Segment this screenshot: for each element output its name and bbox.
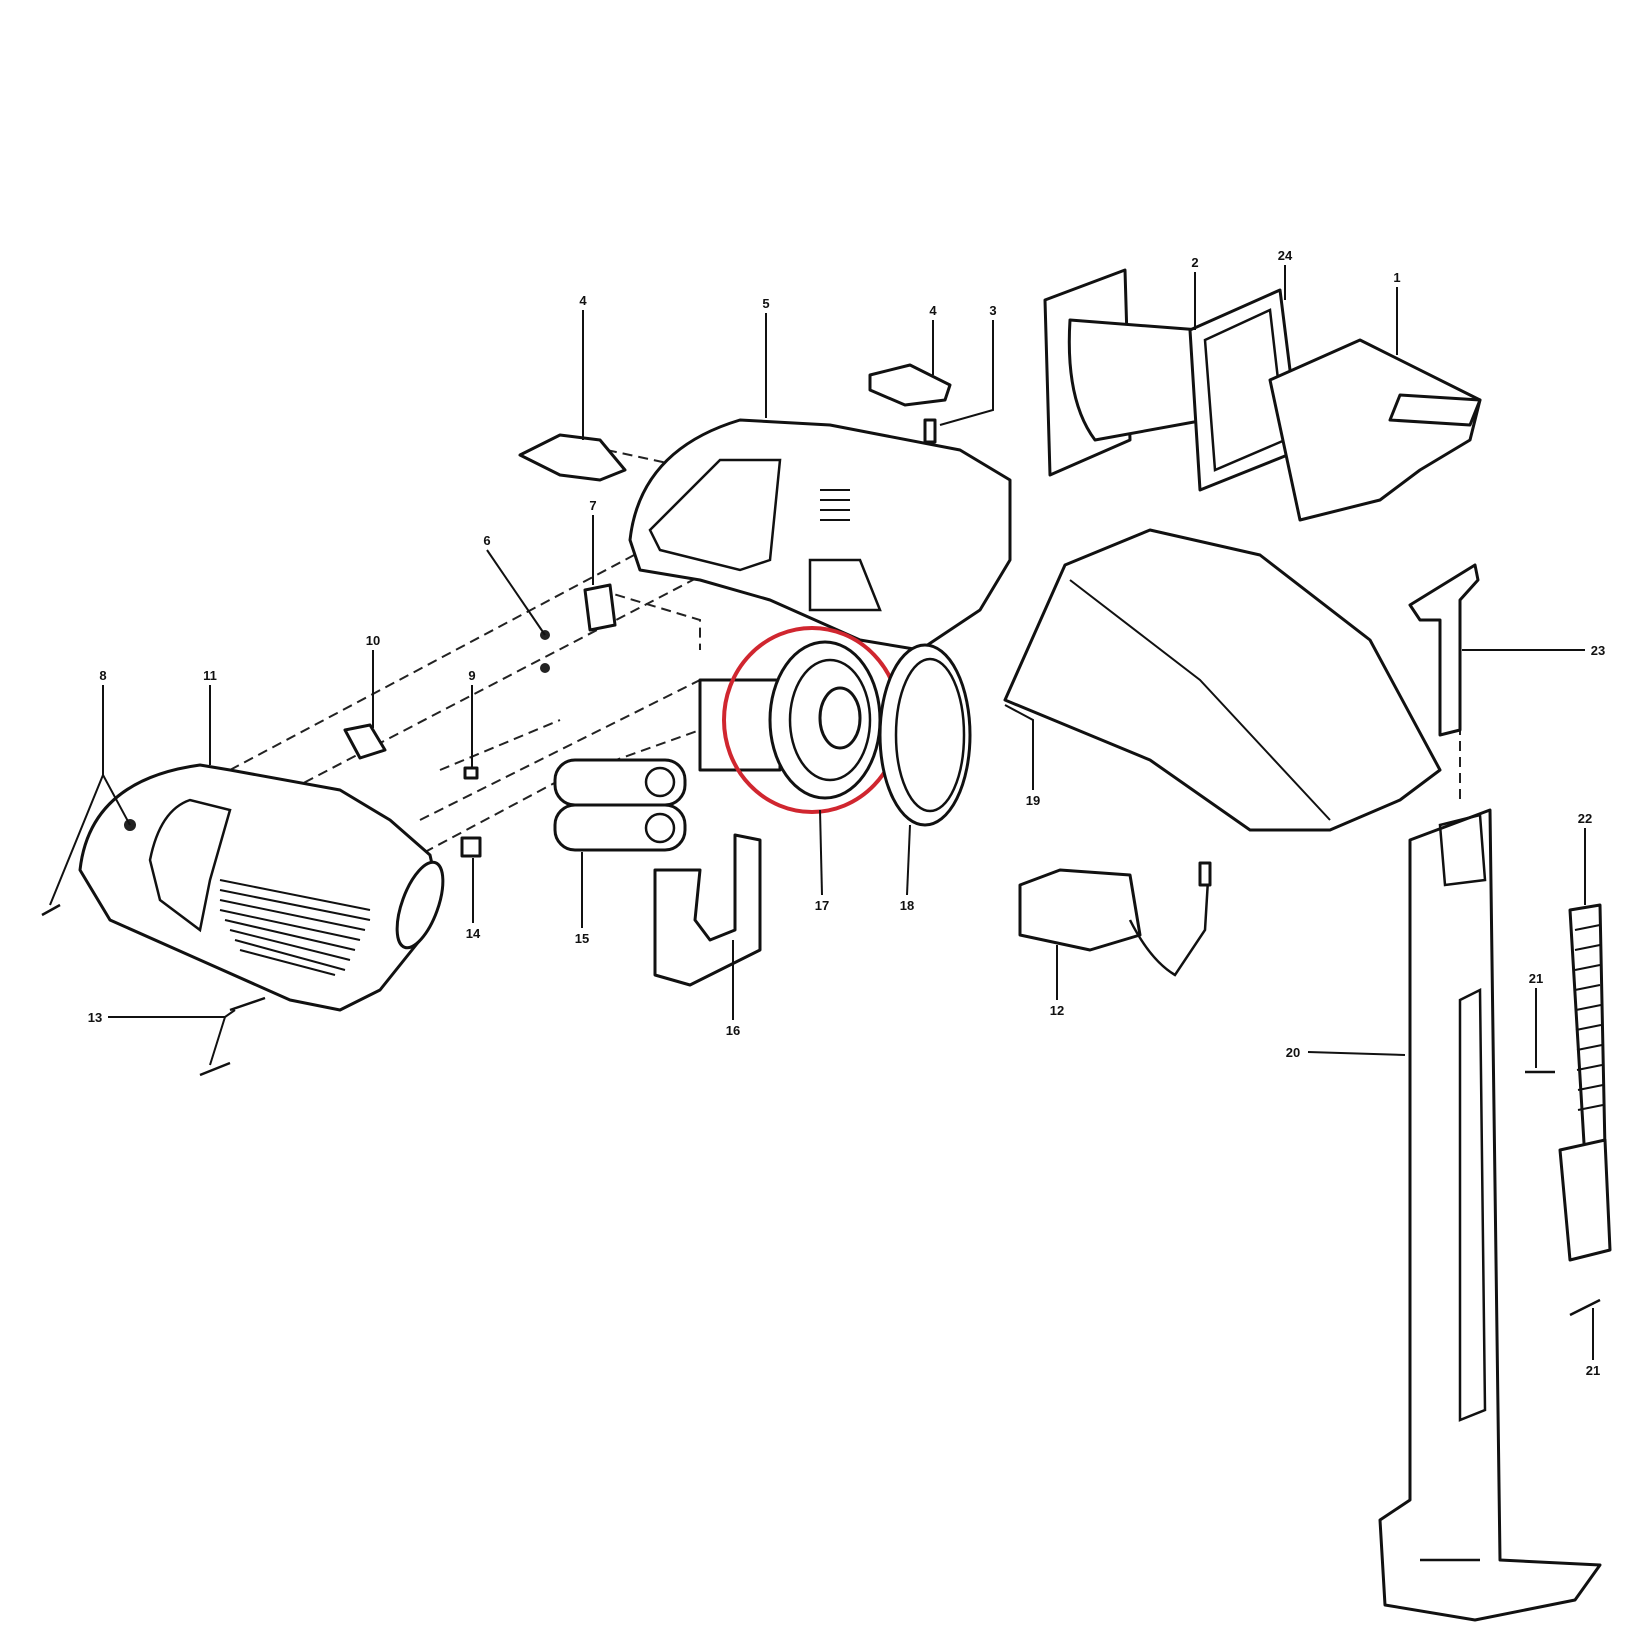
callout-5: 5: [762, 296, 769, 311]
part-5-upper-housing[interactable]: [628, 418, 1012, 652]
callout-23: 23: [1591, 643, 1605, 658]
callout-22: 22: [1578, 811, 1592, 826]
part-23-crevice-tool[interactable]: [1408, 563, 1480, 737]
callout-labels: 4 5 4 3 2 24 1 7 6 10 8 11 9 14 15 17 18…: [88, 248, 1605, 1378]
part-14-terminal[interactable]: [460, 836, 482, 858]
callout-9: 9: [468, 668, 475, 683]
part-17-motor[interactable]: [698, 640, 882, 800]
part-19-dirt-cup-edge: [1069, 579, 1331, 821]
callout-14: 14: [466, 926, 481, 941]
part-19-dirt-cup[interactable]: [1003, 528, 1442, 832]
part-13-screw[interactable]: [199, 1061, 231, 1077]
callout-21: 21: [1586, 1363, 1600, 1378]
callout-21: 21: [1529, 971, 1543, 986]
part-10-contact[interactable]: [343, 723, 387, 760]
callout-15: 15: [575, 931, 589, 946]
callout-1: 1: [1393, 270, 1400, 285]
part-16-bracket[interactable]: [653, 833, 762, 987]
callout-6: 6: [483, 533, 490, 548]
callout-8: 8: [99, 668, 106, 683]
part-21-screw[interactable]: [1569, 1298, 1601, 1317]
callout-24: 24: [1278, 248, 1293, 263]
callout-7: 7: [589, 498, 596, 513]
part-9-pin[interactable]: [463, 766, 479, 780]
callout-12: 12: [1050, 1003, 1064, 1018]
callout-2: 2: [1191, 255, 1198, 270]
part-8-screw[interactable]: [41, 903, 61, 917]
part-1-filter-housing[interactable]: [1268, 338, 1482, 522]
vent-grille: [219, 879, 371, 976]
callout-18: 18: [900, 898, 914, 913]
fan-grille: [395, 860, 445, 950]
part-20-charging-base[interactable]: [1378, 808, 1602, 1622]
callout-leader-lines: [49, 265, 1594, 1360]
part-22-brush[interactable]: [1558, 903, 1612, 1262]
part-2-filter[interactable]: [1043, 268, 1207, 477]
part-12-charger[interactable]: [1018, 861, 1212, 977]
callout-20: 20: [1286, 1045, 1300, 1060]
part-13-screw[interactable]: [229, 996, 266, 1012]
callout-3: 3: [989, 303, 996, 318]
callout-11: 11: [203, 668, 217, 683]
part-15-battery-pack[interactable]: [553, 758, 687, 852]
callout-4: 4: [579, 293, 587, 308]
part-3-spring[interactable]: [923, 418, 937, 444]
callout-17: 17: [815, 898, 829, 913]
part-4-clip-left[interactable]: [518, 433, 627, 482]
callout-10: 10: [366, 633, 380, 648]
part-18-seal-ring[interactable]: [878, 643, 972, 827]
part-4-clip-right[interactable]: [868, 363, 952, 407]
part-6-screw[interactable]: [540, 663, 550, 673]
part-7-switch[interactable]: [583, 583, 617, 632]
callout-13: 13: [88, 1010, 102, 1025]
part-11-lower-housing[interactable]: [78, 763, 452, 1012]
callout-16: 16: [726, 1023, 740, 1038]
callout-4: 4: [929, 303, 937, 318]
callout-19: 19: [1026, 793, 1040, 808]
